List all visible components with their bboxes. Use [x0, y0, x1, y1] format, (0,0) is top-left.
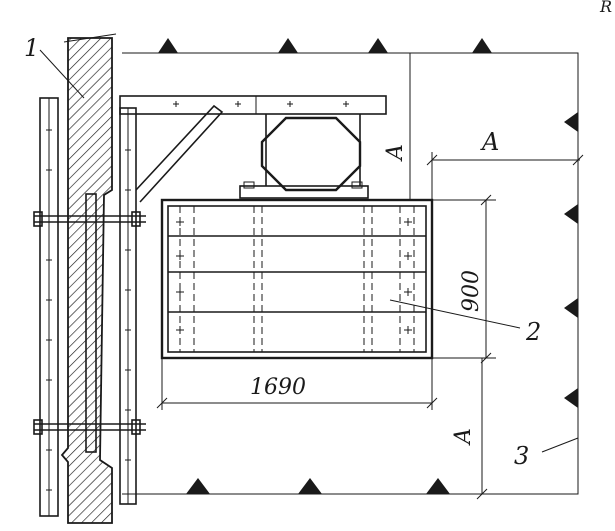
cage-platform: [160, 198, 434, 360]
tie-rods: [33, 211, 146, 435]
boundary-triangles: [158, 38, 578, 494]
cage-marker-label: 2: [525, 318, 541, 346]
boundary-line: [122, 38, 579, 495]
dimension-lines: [39, 49, 584, 500]
boundary-marker-label: 3: [514, 442, 529, 470]
clearance-top-right-label: A: [480, 128, 499, 156]
left-guide-rails: [39, 97, 137, 517]
wall: [60, 33, 117, 524]
rail-bolt-marks: [46, 127, 131, 493]
support-beam: [119, 95, 387, 203]
winch-drum: [239, 114, 369, 199]
corner-fragment-label: R: [599, 0, 612, 16]
clearance-vertical-upper-label: A: [383, 144, 408, 162]
wall-marker-label: 1: [24, 34, 39, 62]
width-dimension-label: 1690: [250, 375, 306, 400]
height-dimension-label: 900: [459, 270, 484, 312]
clearance-vertical-lower-label: A: [451, 428, 476, 446]
